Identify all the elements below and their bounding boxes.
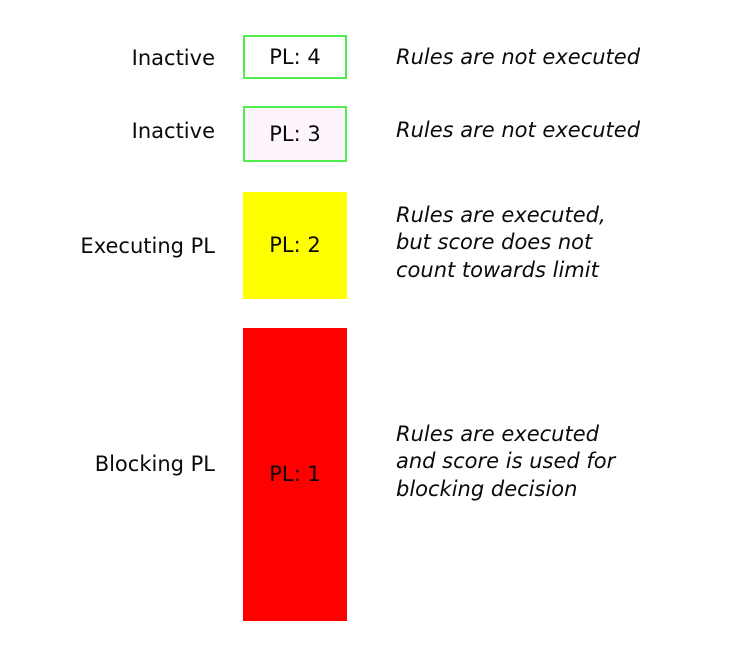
pl-row-4: Inactive PL: 4 Rules are not executed <box>0 0 743 100</box>
pl-box-label-4: PL: 4 <box>269 44 321 69</box>
pl-row-3: Inactive PL: 3 Rules are not executed <box>0 0 743 162</box>
description-pl-2: Rules are executed, but score does not c… <box>396 202 736 284</box>
description-line: blocking decision <box>396 476 578 501</box>
description-pl-3: Rules are not executed <box>396 117 736 144</box>
pl-box-1: PL: 1 <box>243 328 347 621</box>
pl-box-4: PL: 4 <box>243 35 347 79</box>
description-pl-1: Rules are executed and score is used for… <box>396 421 736 503</box>
description-line: but score does not <box>396 230 593 255</box>
description-line: count towards limit <box>396 257 599 282</box>
description-line: Rules are executed, <box>396 203 606 227</box>
status-label-pl-4: Inactive <box>131 46 215 70</box>
pl-box-3: PL: 3 <box>243 106 347 162</box>
pl-box-2: PL: 2 <box>243 192 347 299</box>
pl-row-2: Executing PL PL: 2 Rules are executed, b… <box>0 0 743 299</box>
description-line: Rules are not executed <box>396 45 641 69</box>
pl-box-label-3: PL: 3 <box>269 121 321 146</box>
status-label-pl-3: Inactive <box>131 119 215 143</box>
description-line: Rules are not executed <box>396 118 641 142</box>
pl-box-label-2: PL: 2 <box>269 233 321 257</box>
description-line: and score is used for <box>396 449 616 474</box>
description-pl-4: Rules are not executed <box>396 44 736 71</box>
description-line: Rules are executed <box>396 422 599 446</box>
status-label-pl-1: Blocking PL <box>94 452 215 476</box>
status-label-pl-2: Executing PL <box>80 234 215 258</box>
pl-row-1: Blocking PL PL: 1 Rules are executed and… <box>0 0 743 621</box>
pl-box-label-1: PL: 1 <box>269 462 321 486</box>
